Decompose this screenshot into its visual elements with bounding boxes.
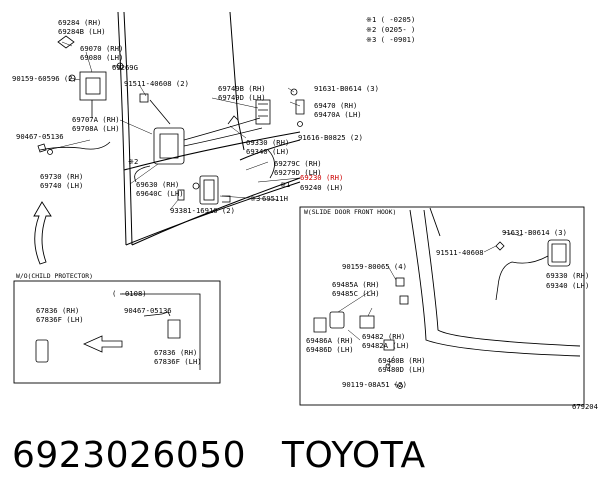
note-mark-2: ※2 — [128, 157, 138, 166]
part-label: 69482 (RH) — [362, 332, 405, 341]
part-label: 69279C (RH) — [274, 159, 322, 168]
part-label: 69485A (RH) — [332, 280, 380, 289]
legend-note-2: ※2 (0205- ) — [366, 25, 415, 34]
date-range: ( -0108) — [112, 289, 147, 298]
part-label: 91631-B0614 (3) — [314, 84, 379, 93]
part-label: 90119-08A51 (2) — [342, 380, 407, 389]
part-label: 69240 (LH) — [300, 183, 343, 192]
leader-lines-main — [47, 41, 301, 211]
legend-note-1: ※1 ( -0205) — [366, 15, 415, 24]
arrow-icon — [33, 201, 52, 265]
part-label: 69740 (LH) — [40, 181, 83, 190]
part-label: 69486A (RH) — [306, 336, 354, 345]
part-label: 69480D (LH) — [378, 365, 426, 374]
section-title: W/O(CHILD PROTECTOR) — [16, 272, 93, 280]
part-label: 90467-05136 — [124, 306, 172, 315]
part-label: 91616-B0825 (2) — [298, 133, 363, 142]
slide-hook-labels: W(SLIDE DOOR FRONT HOOK) 91631-B0614 (3)… — [304, 208, 589, 389]
part-label: 69708A (LH) — [72, 124, 120, 133]
right-hinge-parts — [227, 88, 305, 179]
part-label: 69284 (RH) — [58, 18, 101, 27]
section-title: W(SLIDE DOOR FRONT HOOK) — [304, 208, 396, 216]
part-label: 93381-16910 (2) — [170, 206, 235, 215]
illustration-code: 679204 — [572, 402, 598, 411]
part-label: 69330 (RH) — [246, 138, 289, 147]
part-label: 69284B (LH) — [58, 27, 106, 36]
part-label: 69640C (LH) — [136, 189, 184, 198]
part-label: 67836 (RH) — [154, 348, 197, 357]
legend: ※1 ( -0205) ※2 (0205- ) ※3 ( -0901) — [366, 15, 415, 44]
part-label: 69480B (RH) — [378, 356, 426, 365]
part-label: 69470A (LH) — [314, 110, 362, 119]
part-label: 69730 (RH) — [40, 172, 83, 181]
part-label: 69749B (RH) — [218, 84, 266, 93]
part-label: 69749D (LH) — [218, 93, 266, 102]
part-label: 69486D (LH) — [306, 345, 354, 354]
child-protector-labels: W/O(CHILD PROTECTOR) ( -0108) 90467-0513… — [16, 272, 202, 366]
main-part-labels: 69284 (RH) 69284B (LH) 69070 (RH) 69080 … — [12, 18, 379, 215]
brand-name: TOYOTA — [282, 435, 426, 476]
part-label: 90467-05136 — [16, 132, 64, 141]
part-label: 69340 (LH) — [246, 147, 289, 156]
part-label: 91511-40608 — [436, 248, 484, 257]
note-mark-1: ※1 — [280, 180, 290, 189]
slide-hook-parts — [313, 239, 571, 389]
leader-lines-slide — [337, 231, 523, 387]
part-label: 67836F (LH) — [154, 357, 202, 366]
part-label: 69630 (RH) — [136, 180, 179, 189]
inside-handle — [199, 175, 231, 205]
part-label: 67836F (LH) — [36, 315, 84, 324]
part-label: 91511-40608 (2) — [124, 79, 189, 88]
part-label: 69340 (LH) — [546, 281, 589, 290]
upper-hinge-parts — [57, 35, 171, 125]
part-label: 69707A (RH) — [72, 115, 120, 124]
slide-door-outline — [409, 207, 581, 357]
parts-diagram: ※1 ( -0205) ※2 (0205- ) ※3 ( -0901) 6928… — [12, 11, 598, 411]
note-mark-3: ※3 — [250, 194, 260, 203]
part-label: 90159-60596 (2) — [12, 74, 77, 83]
part-number: 6923026050 — [12, 435, 247, 476]
part-label: 69279D (LH) — [274, 168, 322, 177]
lock-assembly — [134, 117, 263, 201]
part-label: 69330 (RH) — [546, 271, 589, 280]
part-label: 91631-B0614 (3) — [502, 228, 567, 237]
part-label: 69080 (LH) — [80, 53, 123, 62]
part-label: 69470 (RH) — [314, 101, 357, 110]
slide-hook-box — [299, 206, 585, 406]
part-label-highlighted: 69230 (RH) — [300, 173, 343, 182]
part-label: 69511H — [262, 194, 288, 203]
part-label: 69269G — [112, 63, 138, 72]
part-label: 69070 (RH) — [80, 44, 123, 53]
part-label: 67836 (RH) — [36, 306, 79, 315]
legend-note-3: ※3 ( -0901) — [366, 35, 415, 44]
child-protector-box — [13, 280, 221, 384]
part-label: 69482A (LH) — [362, 341, 410, 350]
child-protector-parts — [35, 293, 201, 370]
part-label: 90159-80065 (4) — [342, 262, 407, 271]
part-label: 69485C (LH) — [332, 289, 380, 298]
caption: 6923026050 TOYOTA — [12, 428, 592, 488]
